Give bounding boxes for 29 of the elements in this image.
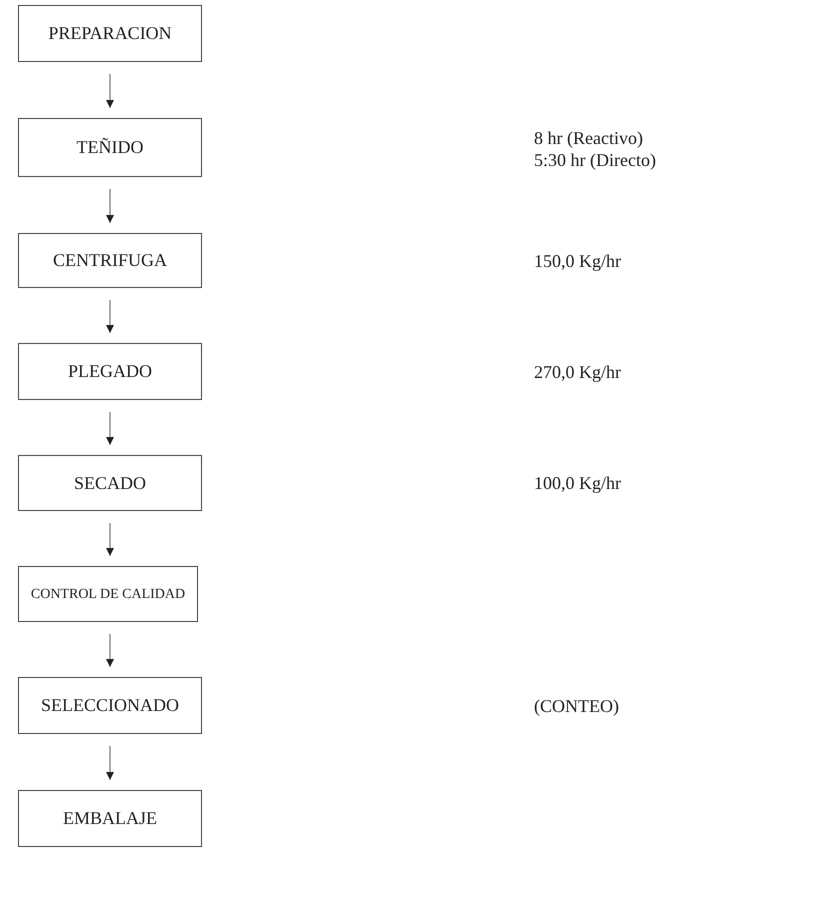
step-note: (CONTEO) <box>534 695 619 717</box>
step-label: PLEGADO <box>68 360 152 383</box>
step-note: 270,0 Kg/hr <box>534 361 621 383</box>
step-note: 5:30 hr (Directo) <box>534 149 656 171</box>
step-label: CONTROL DE CALIDAD <box>30 586 186 604</box>
process-box <box>18 566 198 622</box>
process-box <box>18 118 202 177</box>
step-label: SECADO <box>74 472 146 494</box>
step-label: EMBALAJE <box>63 807 157 830</box>
step-label: PREPARACION <box>48 22 172 45</box>
arrow <box>106 412 114 446</box>
step-note: 150,0 Kg/hr <box>534 250 621 272</box>
process-box <box>18 5 202 62</box>
process-box <box>18 343 202 400</box>
step-label: CENTRIFUGA <box>52 249 167 272</box>
step-note: 8 hr (Reactivo) <box>534 127 643 149</box>
process-box <box>18 233 202 288</box>
arrow <box>106 522 114 556</box>
arrow <box>106 300 114 334</box>
arrow <box>106 634 114 668</box>
step-label: TEÑIDO <box>76 136 144 159</box>
step-label: SELECCIONADO <box>41 694 179 717</box>
process-box <box>18 455 202 511</box>
process-box <box>18 677 202 734</box>
arrow <box>106 188 114 224</box>
arrow <box>106 74 114 108</box>
arrow <box>106 746 114 780</box>
step-note: 100,0 Kg/hr <box>534 472 621 494</box>
process-box <box>18 790 202 847</box>
